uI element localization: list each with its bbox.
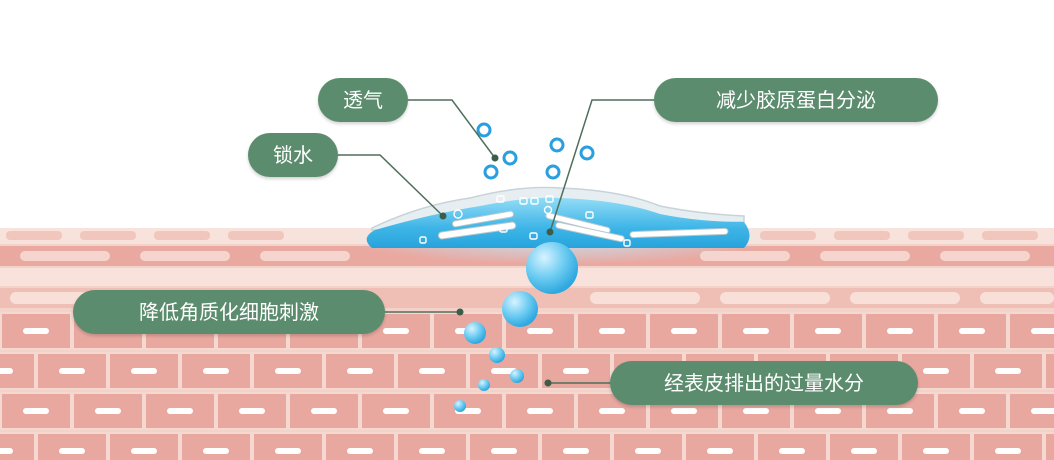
label-breathable: 透气 bbox=[318, 78, 408, 122]
skin-cell bbox=[1044, 352, 1054, 390]
cell-nucleus bbox=[131, 448, 157, 454]
cell-nucleus bbox=[419, 368, 445, 374]
cell-nucleus bbox=[815, 408, 841, 414]
cell-nucleus bbox=[851, 448, 877, 454]
cell-nucleus bbox=[347, 368, 373, 374]
skin-cell bbox=[612, 432, 684, 460]
cell-nucleus bbox=[1031, 408, 1054, 414]
skin-cell bbox=[900, 432, 972, 460]
cell-nucleus bbox=[275, 448, 301, 454]
skin-cell bbox=[828, 432, 900, 460]
cell-nucleus bbox=[707, 448, 733, 454]
cell-nucleus bbox=[959, 328, 985, 334]
skin-cell bbox=[468, 432, 540, 460]
leader-dots bbox=[439, 154, 554, 387]
label-reduce-collagen: 减少胶原蛋白分泌 bbox=[654, 78, 938, 122]
cell-nucleus bbox=[743, 328, 769, 334]
cell-nucleus bbox=[131, 368, 157, 374]
label-drain-water: 经表皮排出的过量水分 bbox=[610, 361, 918, 405]
cell-nucleus bbox=[599, 408, 625, 414]
cell-nucleus bbox=[491, 448, 517, 454]
water-droplets bbox=[454, 242, 578, 412]
cell-nucleus bbox=[527, 328, 553, 334]
skin-cell bbox=[396, 432, 468, 460]
cell-nucleus bbox=[923, 368, 949, 374]
cell-nucleus bbox=[995, 368, 1021, 374]
cell-nucleus bbox=[743, 408, 769, 414]
cell-nucleus bbox=[959, 408, 985, 414]
breathable-bubbles bbox=[476, 122, 595, 180]
cell-nucleus bbox=[59, 368, 85, 374]
cell-nucleus bbox=[383, 328, 409, 334]
skin-cell bbox=[0, 432, 36, 460]
cell-nucleus bbox=[203, 448, 229, 454]
cell-nucleus bbox=[887, 328, 913, 334]
skin-cell bbox=[180, 432, 252, 460]
cell-nucleus bbox=[203, 368, 229, 374]
cell-nucleus bbox=[311, 408, 337, 414]
cell-nucleus bbox=[59, 448, 85, 454]
skin-cell bbox=[324, 432, 396, 460]
keratinocyte-cells bbox=[0, 312, 1054, 460]
cell-nucleus bbox=[527, 408, 553, 414]
cell-nucleus bbox=[275, 368, 301, 374]
skin-cell bbox=[864, 312, 936, 350]
cell-nucleus bbox=[239, 408, 265, 414]
cell-nucleus bbox=[995, 448, 1021, 454]
cell-nucleus bbox=[779, 448, 805, 454]
skin-cell bbox=[36, 432, 108, 460]
cell-nucleus bbox=[23, 408, 49, 414]
cell-nucleus bbox=[0, 368, 13, 374]
cell-nucleus bbox=[671, 328, 697, 334]
label-reduce-irritation: 降低角质化细胞刺激 bbox=[73, 290, 385, 334]
cell-nucleus bbox=[491, 368, 517, 374]
cell-nucleus bbox=[563, 368, 589, 374]
skin-cell bbox=[576, 312, 648, 350]
cell-nucleus bbox=[1031, 328, 1054, 334]
skin-cell bbox=[108, 432, 180, 460]
cell-nucleus bbox=[167, 408, 193, 414]
cell-nucleus bbox=[347, 448, 373, 454]
cell-nucleus bbox=[671, 408, 697, 414]
cell-nucleus bbox=[23, 328, 49, 334]
cell-nucleus bbox=[419, 448, 445, 454]
skin-cell bbox=[756, 432, 828, 460]
cell-nucleus bbox=[383, 408, 409, 414]
leader-lines bbox=[337, 99, 656, 384]
skin-cell bbox=[252, 352, 324, 390]
cell-nucleus bbox=[923, 448, 949, 454]
cell-nucleus bbox=[635, 448, 661, 454]
cell-nucleus bbox=[599, 328, 625, 334]
cell-nucleus bbox=[887, 408, 913, 414]
skin-cell bbox=[540, 432, 612, 460]
skin-cell bbox=[1044, 432, 1054, 460]
skin-cell bbox=[972, 432, 1044, 460]
cell-nucleus bbox=[0, 448, 13, 454]
cell-nucleus bbox=[815, 328, 841, 334]
skin-cell bbox=[252, 432, 324, 460]
skin-cell bbox=[684, 432, 756, 460]
cell-nucleus bbox=[563, 448, 589, 454]
cell-nucleus bbox=[95, 408, 121, 414]
label-lock-water: 锁水 bbox=[248, 133, 338, 177]
